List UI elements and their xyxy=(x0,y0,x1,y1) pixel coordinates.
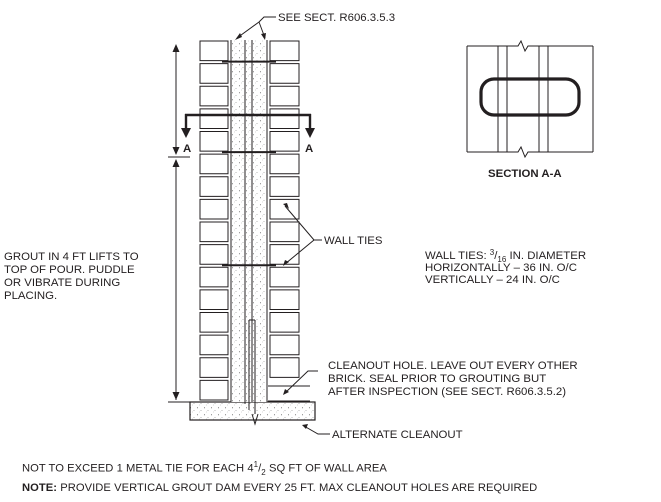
brick xyxy=(199,153,229,175)
section-a-a-title: SECTION A-A xyxy=(488,168,562,180)
brick-wythe-left xyxy=(199,40,229,401)
section-a-a-detail xyxy=(466,39,594,159)
brick xyxy=(199,266,229,288)
grout-dam-note: NOTE: PROVIDE VERTICAL GROUT DAM EVERY 2… xyxy=(22,482,537,494)
wall-ties-callout: WALL TIES xyxy=(324,235,383,247)
cleanout-callout-line-3: AFTER INSPECTION (SEE SECT. R606.3.5.2) xyxy=(328,386,566,398)
section-mark-left: A xyxy=(183,143,191,155)
brick xyxy=(269,244,300,265)
dimension-lines xyxy=(168,46,190,403)
wall-ties-spec-line-2: HORIZONTALLY – 36 IN. O/C xyxy=(425,262,577,274)
brick xyxy=(199,63,229,84)
brick xyxy=(269,289,300,310)
brick xyxy=(269,108,300,129)
brick xyxy=(269,153,300,175)
brick xyxy=(199,334,229,356)
grout-note-line-1: GROUT IN 4 FT LIFTS TO xyxy=(4,251,139,263)
brick xyxy=(269,176,300,197)
cleanout-callout-line-2: BRICK. SEAL PRIOR TO GROUTING BUT xyxy=(328,373,546,385)
brick xyxy=(199,131,229,152)
grout-note-line-4: PLACING. xyxy=(4,290,57,302)
cleanout-callout-line-1: CLEANOUT HOLE. LEAVE OUT EVERY OTHER xyxy=(328,360,578,372)
brick xyxy=(269,266,300,288)
brick xyxy=(269,221,300,243)
see-section-callout: SEE SECT. R606.3.5.3 xyxy=(278,12,395,24)
alternate-cleanout-callout: ALTERNATE CLEANOUT xyxy=(332,429,463,441)
brick xyxy=(199,198,229,220)
note-label: NOTE: xyxy=(22,482,58,494)
brick xyxy=(269,357,300,378)
brick xyxy=(199,221,229,243)
brick xyxy=(199,108,229,129)
brick xyxy=(199,289,229,310)
note-text: PROVIDE VERTICAL GROUT DAM EVERY 25 FT. … xyxy=(57,482,538,494)
brick xyxy=(269,63,300,84)
section-cut-line xyxy=(181,113,315,138)
wall-tie-loop xyxy=(479,77,581,117)
brick xyxy=(199,379,229,401)
brick xyxy=(199,312,229,333)
brick xyxy=(269,334,300,356)
brick xyxy=(269,198,300,220)
leader-lines xyxy=(236,16,330,435)
brick xyxy=(269,85,300,107)
brick xyxy=(269,131,300,152)
grout-note-line-3: OR VIBRATE DURING xyxy=(4,277,120,289)
grout-note-line-2: TOP OF POUR. PUDDLE xyxy=(4,264,135,276)
tie-limit-note: NOT TO EXCEED 1 METAL TIE FOR EACH 41/2 … xyxy=(22,460,387,477)
brick xyxy=(199,357,229,378)
cleanout-hole xyxy=(268,385,310,402)
brick-wythe-right xyxy=(269,40,300,378)
brick xyxy=(199,176,229,197)
section-mark-right: A xyxy=(305,143,313,155)
vertical-bars xyxy=(244,40,259,426)
brick xyxy=(269,312,300,333)
brick xyxy=(199,85,229,107)
brick xyxy=(199,40,229,62)
wall-ties-spec-line-1: WALL TIES: 3/16 IN. DIAMETER xyxy=(425,248,586,264)
cavity-edges xyxy=(230,40,268,402)
dimension-arrowheads xyxy=(172,44,180,400)
leader-arrowheads xyxy=(235,33,308,429)
wall-ties-spec-line-3: VERTICALLY – 24 IN. O/C xyxy=(425,274,560,286)
brick xyxy=(269,40,300,62)
brick xyxy=(199,244,229,265)
